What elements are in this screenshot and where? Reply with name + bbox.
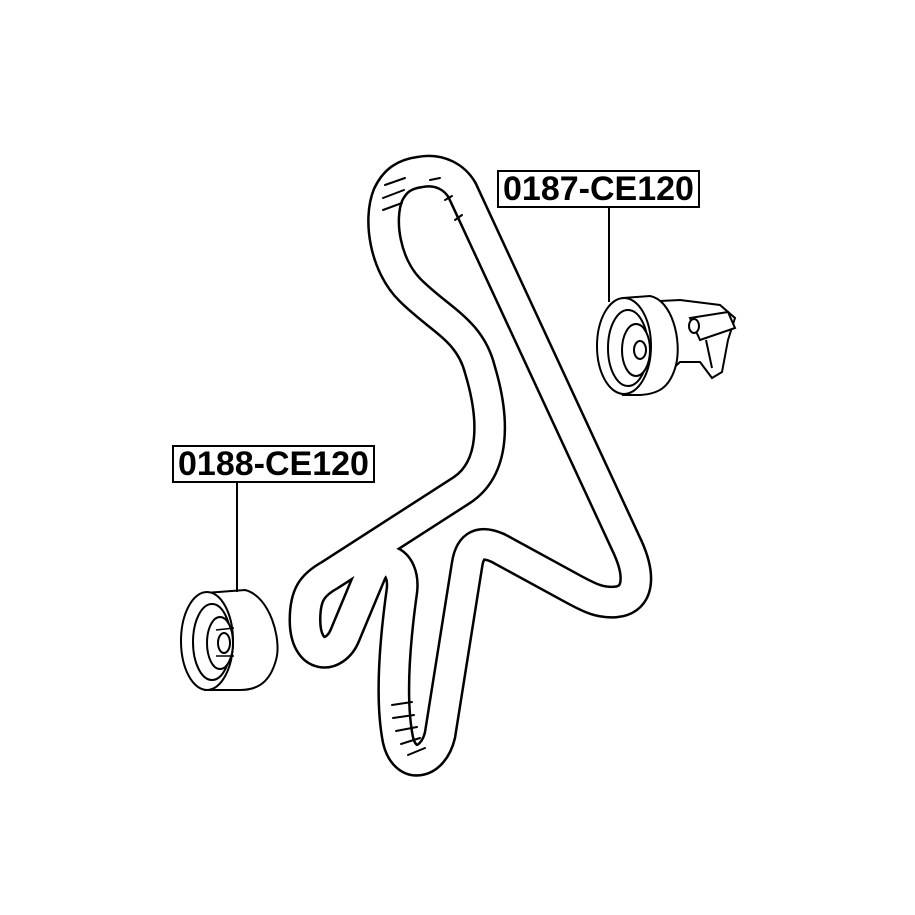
tensioner-pulley-drawing — [596, 294, 737, 396]
part-label-0187[interactable]: 0187-CE120 — [497, 170, 700, 208]
part-label-0188[interactable]: 0188-CE120 — [172, 445, 375, 483]
belt-teeth-bottom — [391, 701, 426, 756]
leader-lines — [236, 205, 610, 592]
belt-teeth-top — [382, 177, 463, 221]
idler-pulley-drawing — [180, 588, 279, 691]
timing-belt — [288, 154, 653, 777]
